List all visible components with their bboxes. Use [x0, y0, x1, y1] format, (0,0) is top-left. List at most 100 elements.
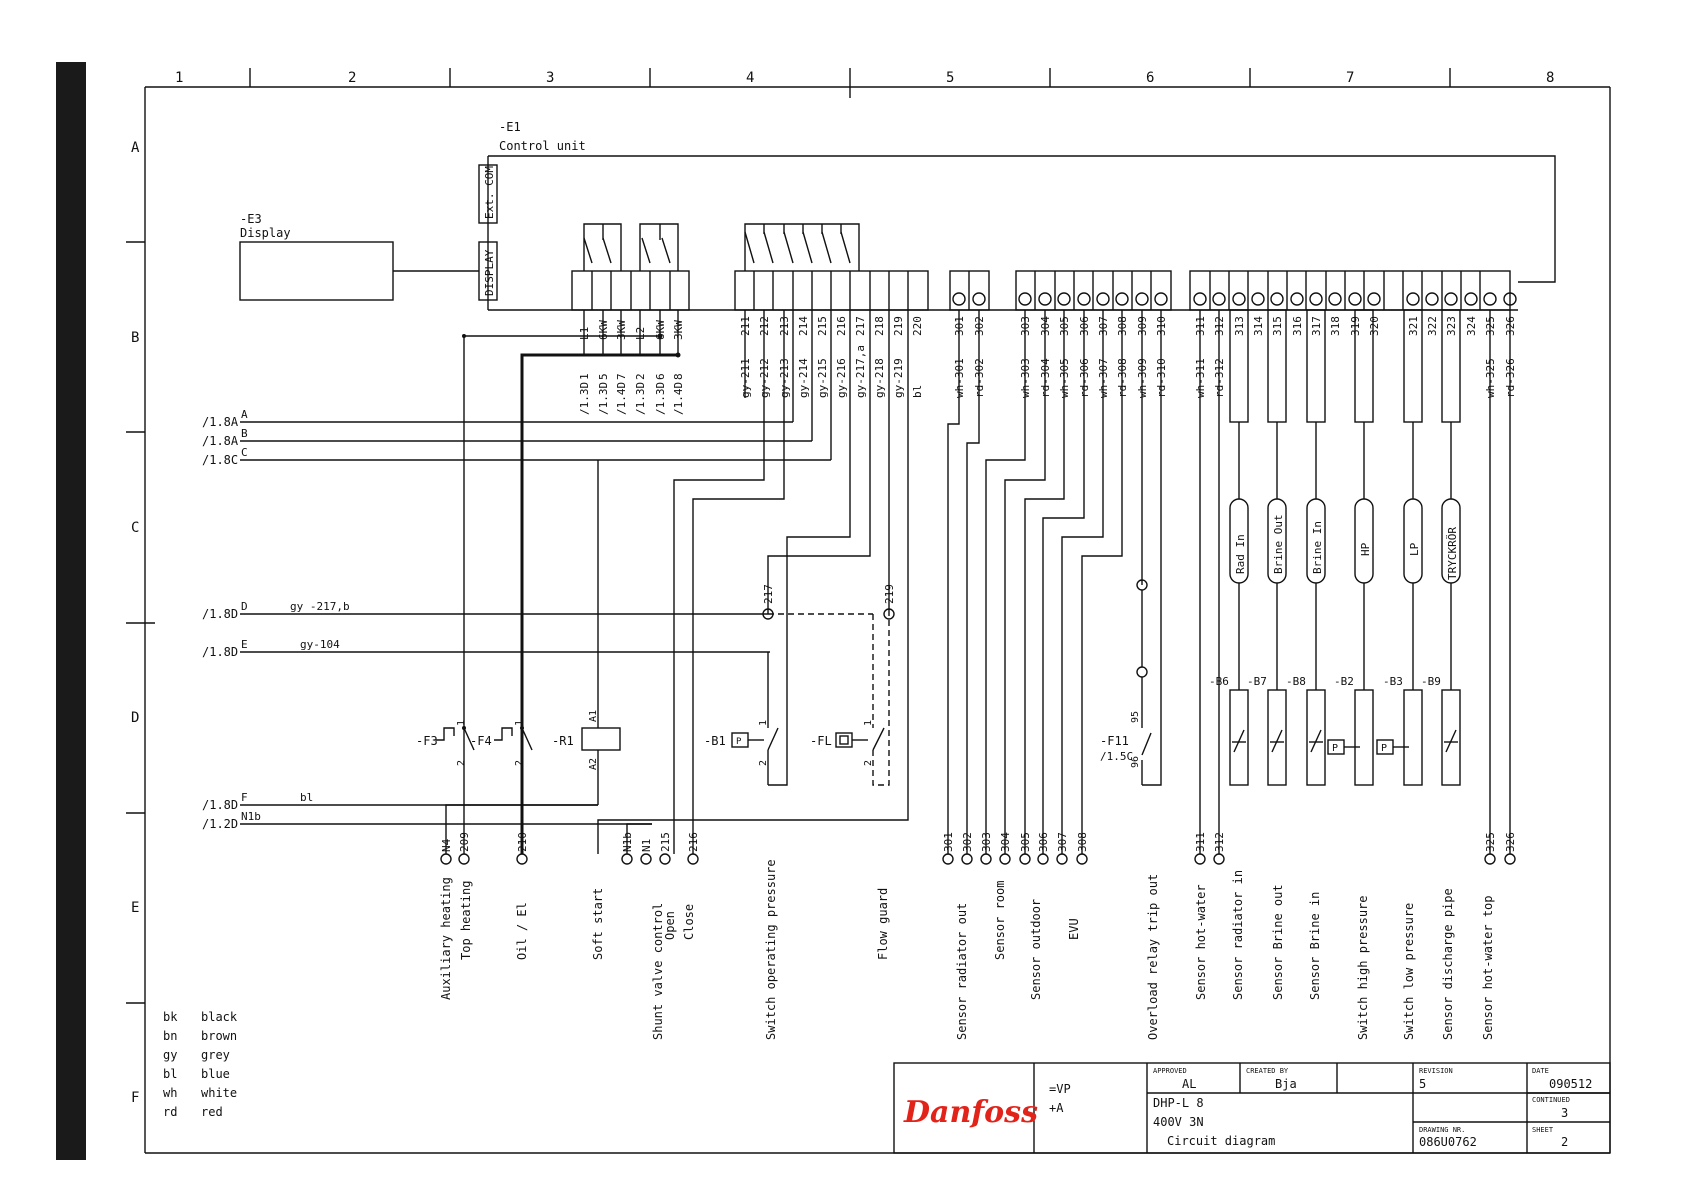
f11-label: -F11	[1100, 734, 1129, 748]
r1-a2: A2	[588, 758, 599, 770]
relay-contact-number: 1	[578, 373, 591, 380]
function-label: Switch low pressure	[1402, 903, 1416, 1040]
terminal-point	[621, 853, 633, 865]
sensor-0: Rad In-B6	[1209, 309, 1249, 786]
drawing-label: DRAWING NR.	[1419, 1126, 1465, 1134]
bottom-terminal-label: 308	[1076, 832, 1089, 852]
terminal-point	[1056, 853, 1068, 865]
bottom-terminal-label: 302	[961, 832, 974, 852]
drawing-value: 086U0762	[1419, 1135, 1477, 1149]
sensor-1: Brine Out-B7	[1247, 309, 1287, 786]
terminal-point	[1484, 853, 1496, 865]
terminal-point	[999, 853, 1011, 865]
wire-label: gy-214	[797, 358, 810, 398]
terminal-point	[1194, 853, 1206, 865]
wire-label: gy-216	[835, 358, 848, 398]
terminal-point	[687, 853, 699, 865]
cross-ref: /1.8D	[202, 607, 238, 621]
fl-label: -FL	[810, 734, 832, 748]
legend-name: grey	[201, 1048, 230, 1062]
strip-211-wiring	[597, 310, 909, 854]
bottom-terminal-label: 305	[1019, 832, 1032, 852]
cross-ref: /1.8D	[202, 645, 238, 659]
terminal-point	[1037, 853, 1049, 865]
column-label: 5	[946, 70, 954, 86]
approved-label: APPROVED	[1153, 1067, 1187, 1075]
bus-label: N1b	[241, 810, 261, 823]
sensor-ref: -B7	[1247, 675, 1267, 688]
column-label: 6	[1146, 70, 1154, 86]
function-label: Sensor Brine in	[1308, 892, 1322, 1000]
terminal-label: 321	[1407, 316, 1420, 336]
terminal-label: 322	[1426, 316, 1439, 336]
function-label: EVU	[1067, 918, 1081, 940]
ext-com-port: Ext. COM	[483, 166, 496, 219]
bottom-terminal-label: 307	[1056, 832, 1069, 852]
bus-label: B	[241, 427, 248, 440]
bottom-terminal-label: 312	[1213, 832, 1226, 852]
display-ref: -E3	[240, 212, 262, 226]
sensor-name: Rad In	[1234, 534, 1247, 574]
legend-code: wh	[163, 1086, 177, 1100]
terminal-label: 217	[854, 316, 867, 336]
row-label: A	[131, 140, 140, 156]
relay-wiring	[462, 310, 681, 854]
eq-vp: =VP	[1049, 1082, 1071, 1096]
legend-code: bl	[163, 1067, 177, 1081]
relay-contact-number: 6	[654, 373, 667, 380]
fl-pin1: 1	[863, 720, 874, 726]
function-label: Sensor discharge pipe	[1441, 888, 1455, 1040]
function-label: Shunt valve control	[651, 903, 665, 1040]
bottom-terminal-label: 306	[1037, 832, 1050, 852]
function-label: Sensor radiator out	[955, 903, 969, 1040]
terminal-label: 324	[1465, 316, 1478, 336]
terminal-label: 313	[1233, 316, 1246, 336]
thermal-protector-f3: -F3 1 2	[416, 720, 475, 766]
terminal-point	[640, 853, 652, 865]
cross-ref: /1.8D	[202, 798, 238, 812]
f3-label: -F3	[416, 734, 438, 748]
terminal-label: 320	[1368, 316, 1381, 336]
terminal-point	[1076, 853, 1088, 865]
sensor-4: LP-B3P	[1376, 309, 1423, 786]
revision-value: 5	[1419, 1077, 1426, 1091]
overload-relay-f11: -F11 /1.5C 95 96	[1100, 711, 1141, 768]
flow-guard-fl: -FL 1 2	[810, 614, 890, 786]
soft-start-relay-r1: -R1 A1 A2	[552, 460, 621, 805]
pressure-switch-b1: P -B1 1 2	[704, 652, 779, 785]
function-label: Oil / El	[515, 902, 529, 960]
relay-cross-ref: /1.4D	[615, 382, 628, 415]
legend-name: blue	[201, 1067, 230, 1081]
document-title: Circuit diagram	[1167, 1134, 1275, 1148]
wire-label: bl	[911, 385, 924, 398]
sheet-label: SHEET	[1532, 1126, 1554, 1134]
title-block: Danfoss =VP +A APPROVED AL CREATED BY Bj…	[893, 1062, 1611, 1154]
legend-code: gy	[163, 1048, 177, 1062]
column-label: 2	[348, 70, 356, 86]
thermal-protector-f4: -F4 1 2	[470, 720, 533, 766]
strip-311-wiring	[1199, 310, 1511, 854]
strip-301-wiring	[947, 310, 980, 854]
approved-value: AL	[1182, 1077, 1196, 1091]
wire-label: gy-215	[816, 358, 829, 398]
sensor-2: Brine In-B8	[1286, 309, 1326, 786]
wire-label: gy-218	[873, 358, 886, 398]
column-label: 7	[1346, 70, 1354, 86]
relay-contact-number: 2	[634, 373, 647, 380]
control-unit: -E1 Control unit Ext. COM DISPLAY	[478, 120, 1556, 311]
function-label: Sensor room	[993, 881, 1007, 960]
terminal-label: 315	[1271, 316, 1284, 336]
cross-ref: /1.8A	[202, 415, 239, 429]
created-label: CREATED BY	[1246, 1067, 1289, 1075]
bus-label: F	[241, 791, 248, 804]
control-unit-name: Control unit	[499, 139, 586, 153]
column-label: 3	[546, 70, 554, 86]
terminal-label: 318	[1329, 316, 1342, 336]
sensor-5: TRYCKRÖR-B9	[1421, 309, 1461, 786]
